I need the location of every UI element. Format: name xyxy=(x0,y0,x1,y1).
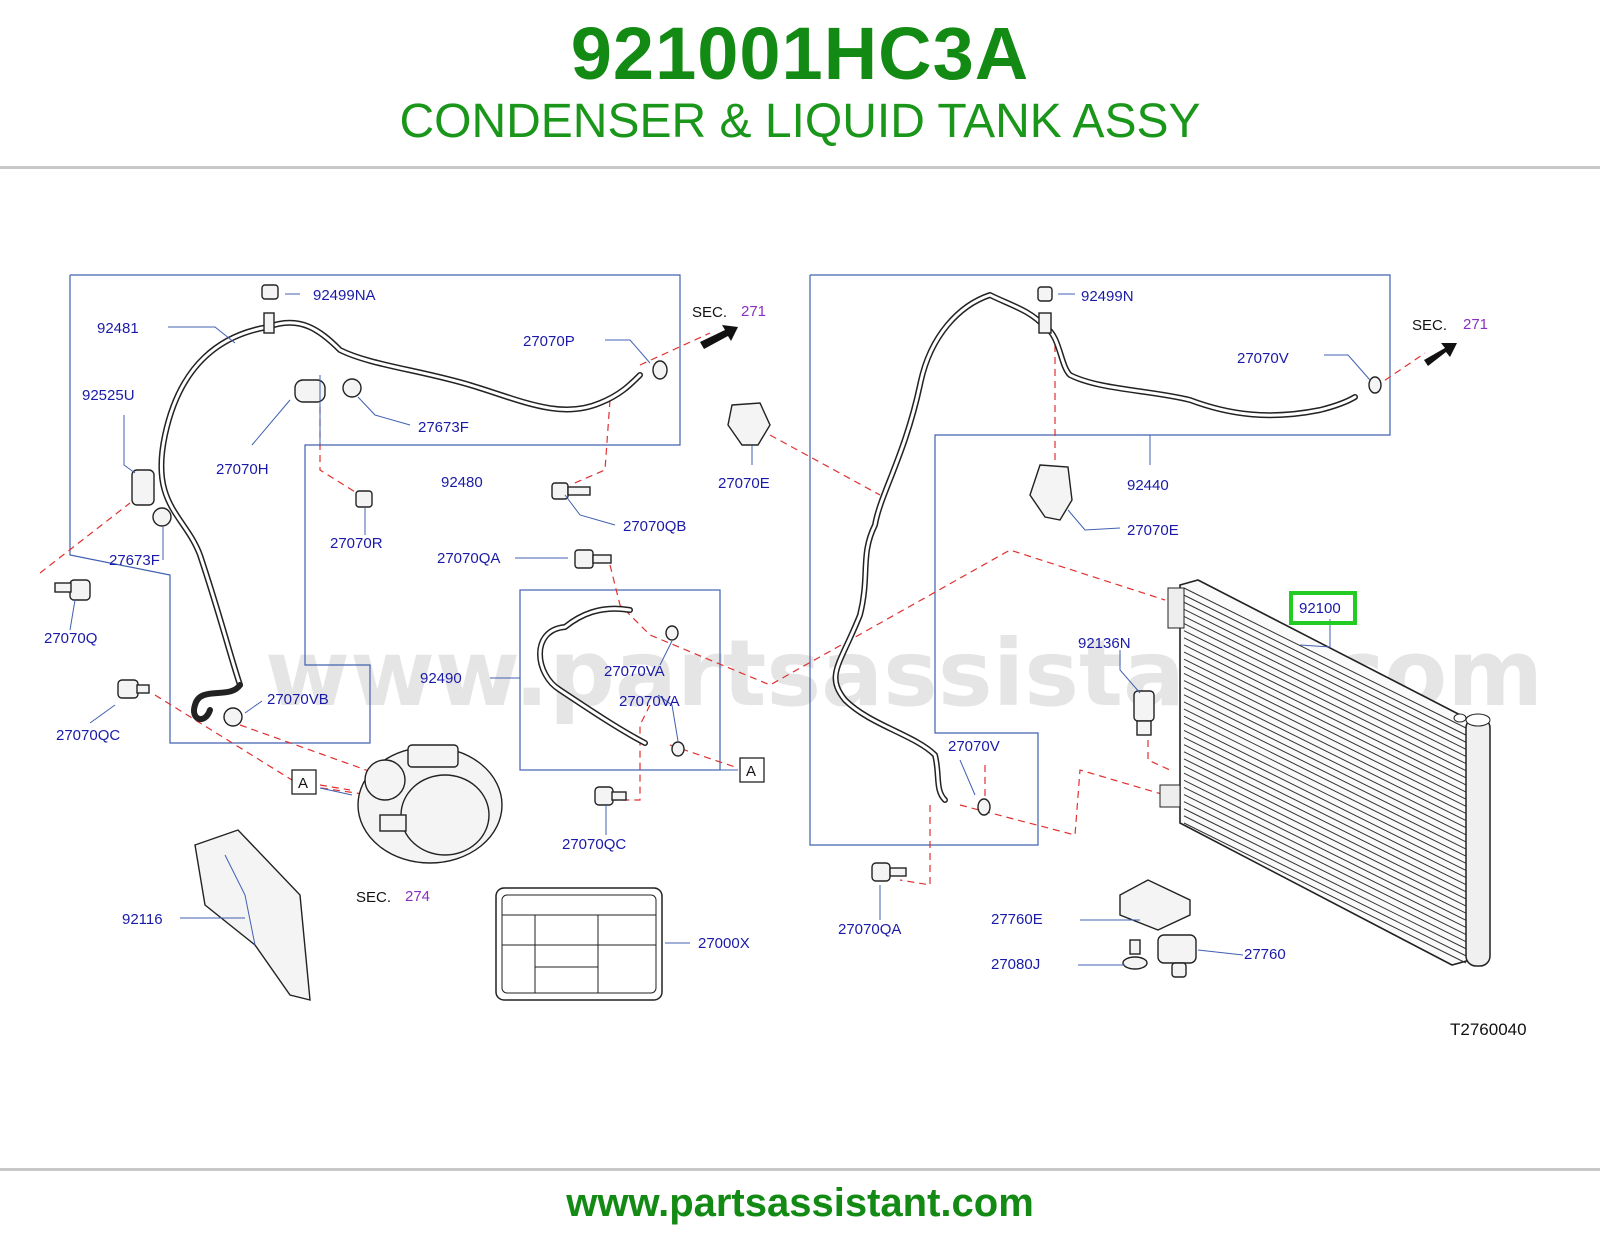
callout-92136N[interactable]: 92136N xyxy=(1078,635,1131,652)
clamp-92525U xyxy=(131,469,155,506)
section-ref-label: SEC. xyxy=(692,304,727,321)
guide-line xyxy=(569,399,611,486)
callout-27070VA[interactable]: 27070VA xyxy=(604,663,665,680)
clip-27070E-b xyxy=(1029,464,1073,521)
callout-27070VA-b[interactable]: 27070VA xyxy=(619,693,680,710)
guide-line xyxy=(959,769,1166,836)
callout-27000X[interactable]: 27000X xyxy=(698,935,750,952)
callout-27070R[interactable]: 27070R xyxy=(330,535,383,552)
part-name-subtitle: CONDENSER & LIQUID TANK ASSY xyxy=(399,95,1201,148)
guide-line xyxy=(1147,740,1171,771)
diagram-code: T2760040 xyxy=(1450,1020,1527,1039)
callout-92116[interactable]: 92116 xyxy=(122,911,163,928)
bracket-92116 xyxy=(194,829,311,1001)
sensor-92136N xyxy=(1133,690,1155,736)
parts-diagram: www.partsassistant.com xyxy=(0,255,1600,1075)
callout-27070E[interactable]: 27070E xyxy=(718,475,770,492)
section-ref-number-b[interactable]: 271 xyxy=(1463,316,1488,333)
guide-line xyxy=(609,549,1166,686)
part-number-title: 921001HC3A xyxy=(570,12,1030,95)
guide-line xyxy=(639,332,711,366)
callout-27070V-b[interactable]: 27070V xyxy=(948,738,1000,755)
bracket-27760E xyxy=(1119,879,1191,931)
callout-27673F[interactable]: 27673F xyxy=(418,419,469,436)
view-marker-a-box xyxy=(291,769,317,795)
o-ring-27070P xyxy=(652,360,668,380)
arrow-sec-271-b xyxy=(1424,343,1457,366)
clip-27070E xyxy=(727,402,771,446)
callout-27070P[interactable]: 27070P xyxy=(523,333,575,350)
page-header: 921001HC3A CONDENSER & LIQUID TANK ASSY xyxy=(0,0,1600,168)
compressor-sec-274 xyxy=(357,744,503,864)
callout-92490[interactable]: 92490 xyxy=(420,670,462,687)
callout-27070VB[interactable]: 27070VB xyxy=(267,691,329,708)
callout-27070V[interactable]: 27070V xyxy=(1237,350,1289,367)
footer-url-link[interactable]: www.partsassistant.com xyxy=(566,1181,1034,1225)
nut-27070R xyxy=(355,490,373,508)
section-ref-number[interactable]: 271 xyxy=(741,303,766,320)
view-marker-a-b: A xyxy=(746,763,756,780)
callout-27070QA-b[interactable]: 27070QA xyxy=(838,921,901,938)
o-ring-27070VA-b xyxy=(671,741,685,757)
arrow-sec-271 xyxy=(700,325,738,349)
callout-92481[interactable]: 92481 xyxy=(97,320,139,337)
callout-27070Q[interactable]: 27070Q xyxy=(44,630,97,647)
bolt-27070QA-b xyxy=(871,862,907,882)
cap-92499NA xyxy=(261,284,279,300)
callout-92525U[interactable]: 92525U xyxy=(82,387,135,404)
hose-92481 xyxy=(158,324,271,688)
view-marker-a: A xyxy=(298,775,308,792)
label-plate-27000X xyxy=(495,887,663,1001)
section-ref-label-b: SEC. xyxy=(1412,317,1447,334)
bolt-27070QC xyxy=(117,679,150,699)
callout-27673F-b[interactable]: 27673F xyxy=(109,552,160,569)
callout-92100[interactable]: 92100 xyxy=(1299,600,1341,617)
callout-27070H[interactable]: 27070H xyxy=(216,461,269,478)
o-ring-27070VA xyxy=(665,625,679,641)
view-marker-a-box-b xyxy=(739,757,765,783)
condenser-92100 xyxy=(1159,579,1491,967)
cap-92499N xyxy=(1037,286,1053,302)
bolt-27070Q xyxy=(54,579,91,601)
callout-92440[interactable]: 92440 xyxy=(1127,477,1169,494)
section-ref-number-c[interactable]: 274 xyxy=(405,888,430,905)
clip-27080J xyxy=(1122,939,1148,970)
footer-divider xyxy=(0,1168,1600,1171)
callout-92499NA[interactable]: 92499NA xyxy=(313,287,376,304)
guide-line xyxy=(239,724,381,776)
callout-27070QC[interactable]: 27070QC xyxy=(56,727,120,744)
guide-line xyxy=(769,434,881,496)
o-ring-27673F-b xyxy=(152,507,172,527)
callout-27760[interactable]: 27760 xyxy=(1244,946,1286,963)
bolt-27070QC-b xyxy=(594,786,627,806)
callout-27080J[interactable]: 27080J xyxy=(991,956,1040,973)
bolt-27070QB xyxy=(551,482,591,500)
guide-line xyxy=(1374,352,1426,388)
callout-92480[interactable]: 92480 xyxy=(441,474,483,491)
sensor-27760 xyxy=(1157,934,1197,978)
group-box-92480 xyxy=(69,274,681,744)
highlight-box-92100 xyxy=(1289,591,1357,625)
bolt-27070QA xyxy=(574,549,612,569)
callout-27070QC-b[interactable]: 27070QC xyxy=(562,836,626,853)
callout-27070E-b[interactable]: 27070E xyxy=(1127,522,1179,539)
guide-line xyxy=(319,784,351,791)
group-box-92490 xyxy=(519,589,721,771)
group-box-92440 xyxy=(809,274,1391,846)
callout-27070QB[interactable]: 27070QB xyxy=(623,518,686,535)
block-27070H xyxy=(294,379,326,403)
o-ring-27070VB xyxy=(223,707,243,727)
o-ring-27070V xyxy=(1368,376,1382,394)
section-ref-label-c: SEC. xyxy=(356,889,391,906)
header-divider xyxy=(0,166,1600,169)
o-ring-27673F xyxy=(342,378,362,398)
guide-line xyxy=(899,805,931,886)
callout-92499N[interactable]: 92499N xyxy=(1081,288,1134,305)
callout-27070QA[interactable]: 27070QA xyxy=(437,550,500,567)
callout-27760E[interactable]: 27760E xyxy=(991,911,1043,928)
o-ring-27070V-b xyxy=(977,798,991,816)
